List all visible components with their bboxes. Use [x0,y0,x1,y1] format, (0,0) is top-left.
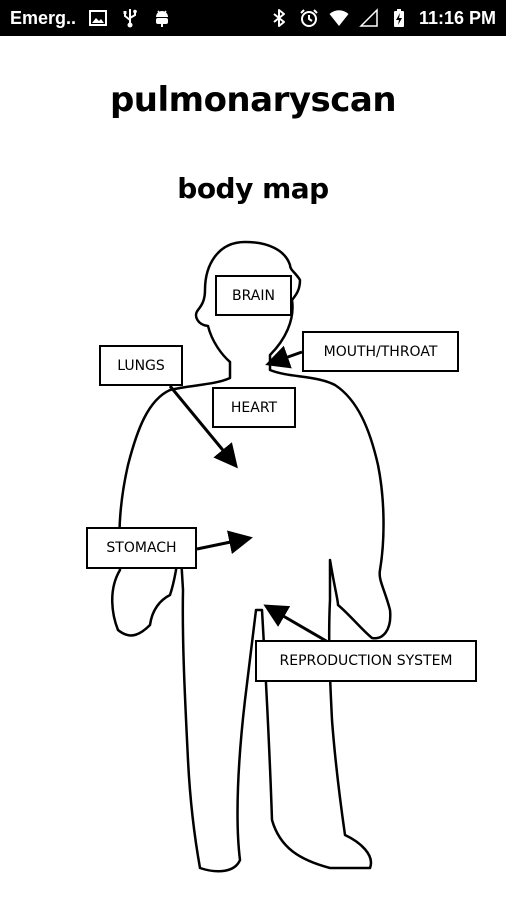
stomach-label: STOMACH [106,540,177,556]
signal-icon [359,8,378,27]
reproduction-system-label: REPRODUCTION SYSTEM [279,653,453,669]
lungs-label-button[interactable]: LUNGS [99,345,183,386]
mouth-throat-label-button[interactable]: MOUTH/THROAT [302,331,459,372]
heart-label-button[interactable]: HEART [212,387,296,428]
notification-text: Emerg.. [10,7,77,28]
status-bar: Emerg.. [0,0,506,36]
android-debug-icon [156,10,169,27]
brain-label-button[interactable]: BRAIN [215,275,292,316]
stomach-label-button[interactable]: STOMACH [86,527,197,569]
image-icon [89,10,108,26]
bluetooth-icon [273,9,285,27]
battery-charging-icon [393,9,404,27]
lungs-label: LUNGS [117,357,165,374]
alarm-icon [300,9,318,27]
mouth-throat-label: MOUTH/THROAT [323,343,438,360]
brain-label: BRAIN [232,287,275,304]
reproduction-system-label-button[interactable]: REPRODUCTION SYSTEM [255,640,477,682]
heart-label: HEART [230,399,278,416]
status-time: 11:16 PM [418,7,496,28]
wifi-icon [329,10,349,26]
page-title: body map [177,172,329,205]
app-title: pulmonaryscan [109,80,397,120]
usb-icon [123,9,137,28]
